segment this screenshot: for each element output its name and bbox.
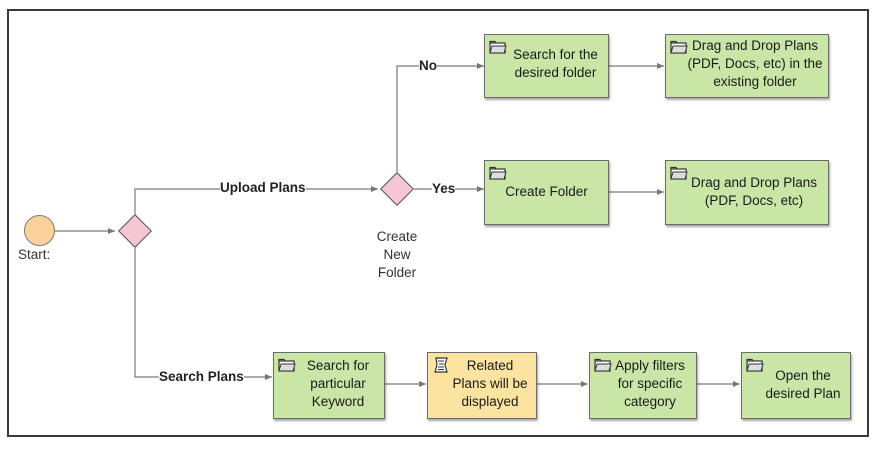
folder-icon xyxy=(670,166,688,180)
open-desired-plan-node: Open the desired Plan xyxy=(741,352,851,419)
no-label: No xyxy=(419,58,437,74)
folder-icon xyxy=(278,358,296,372)
search-desired-folder-node: Search for the desired folder xyxy=(484,34,609,98)
drag-drop-existing-node: Drag and Drop Plans (PDF, Docs, etc) in … xyxy=(665,34,829,98)
edge-no xyxy=(396,63,484,172)
folder-icon xyxy=(594,358,612,372)
related-plans-node: Related Plans will be displayed xyxy=(427,352,537,419)
edge-search-plans xyxy=(134,248,272,380)
apply-filters-node: Apply filters for specific category xyxy=(589,352,697,419)
start-label: Start: xyxy=(18,247,51,262)
yes-label: Yes xyxy=(432,181,456,197)
upload-plans-label: Upload Plans xyxy=(220,180,306,196)
folder-icon xyxy=(489,166,507,180)
scroll-icon xyxy=(434,357,448,373)
folder-icon xyxy=(746,358,764,372)
search-plans-label: Search Plans xyxy=(159,369,244,385)
create-new-folder-caption: Create New Folder xyxy=(376,229,418,280)
search-keyword-node: Search for particular Keyword xyxy=(273,352,385,419)
create-folder-node: Create Folder xyxy=(484,160,609,225)
start-node xyxy=(24,215,55,246)
folder-icon xyxy=(670,40,688,54)
drag-drop-new-node: Drag and Drop Plans (PDF, Docs, etc) xyxy=(665,160,829,225)
folder-icon xyxy=(489,40,507,54)
